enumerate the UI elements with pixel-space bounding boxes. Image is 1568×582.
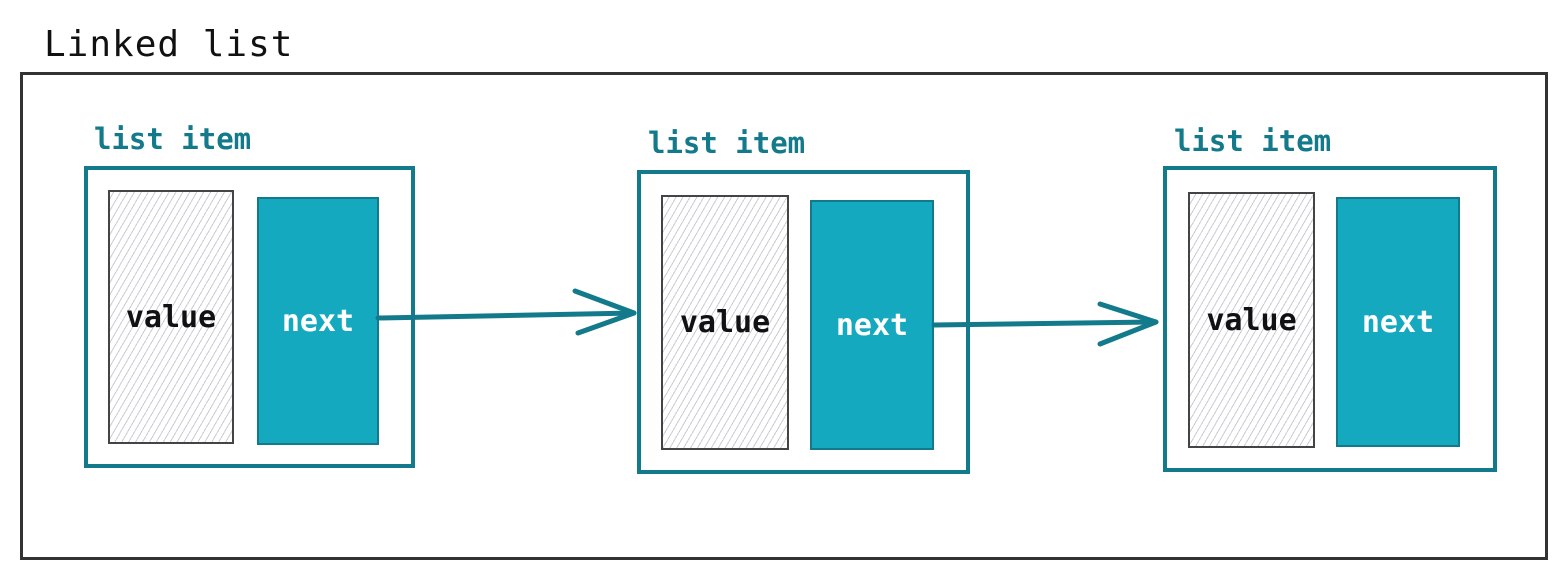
value-label: value bbox=[679, 305, 771, 340]
value-label: value bbox=[125, 299, 217, 335]
linked-list-container bbox=[20, 72, 1548, 560]
diagram-title: Linked list bbox=[44, 24, 294, 65]
list-item-label: list item bbox=[1174, 124, 1332, 158]
arrow-2-to-3 bbox=[931, 301, 1159, 347]
value-cell: value bbox=[1188, 192, 1315, 448]
value-label: value bbox=[1206, 302, 1297, 338]
next-label: next bbox=[1361, 304, 1435, 340]
next-label: next bbox=[835, 307, 909, 343]
list-item-node bbox=[637, 170, 970, 474]
value-cell: value bbox=[108, 190, 234, 444]
list-item-label: list item bbox=[648, 126, 806, 160]
next-pointer-cell: next bbox=[810, 200, 934, 450]
list-item-label: list item bbox=[94, 122, 252, 156]
next-label: next bbox=[281, 303, 355, 339]
next-pointer-cell: next bbox=[1336, 197, 1460, 447]
next-pointer-cell: next bbox=[257, 197, 379, 445]
arrow-1-to-2 bbox=[375, 288, 637, 336]
list-item-node bbox=[1163, 166, 1497, 472]
value-cell: value bbox=[661, 195, 789, 450]
